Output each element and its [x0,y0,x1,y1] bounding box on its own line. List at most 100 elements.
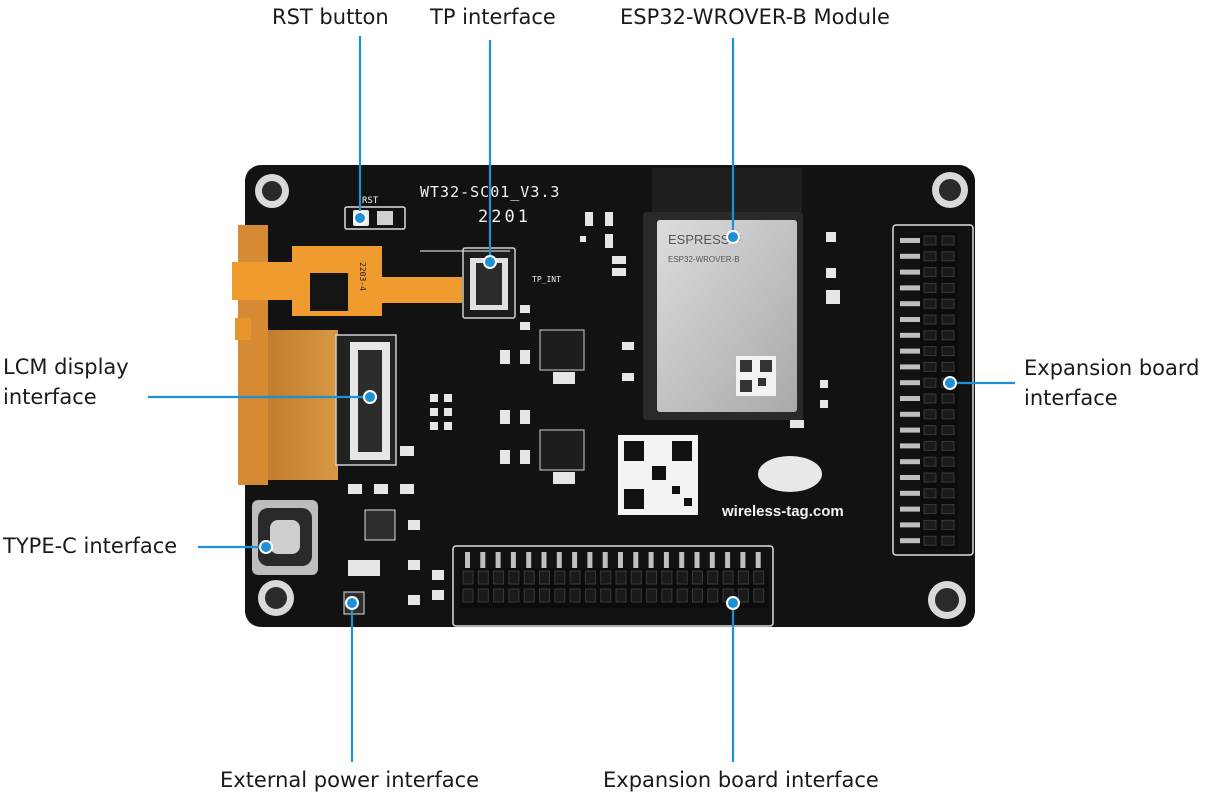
header-pin [923,440,937,451]
header-pin [941,361,955,372]
header-pin [737,588,749,603]
header-pin [554,570,566,585]
header-pin-lead [900,348,920,354]
callout-expansion-right-line2: interface [1024,386,1118,410]
callout-expansion-right-line1: Expansion board [1024,356,1200,380]
header-pin [493,570,505,585]
header-pin [692,588,703,603]
header-pin [630,570,642,585]
header-pin [941,409,955,420]
header-pin [941,267,955,278]
brand-logo [758,456,822,492]
leader-dot-typec [259,540,273,554]
header-pin [523,588,535,603]
callout-expansion-bottom: Expansion board interface [603,768,879,792]
header-pin [941,330,955,341]
touch-fpc-extension [372,277,462,303]
module-brand: ESPRESSIF [668,232,741,247]
usb-c-connector-part [252,500,318,575]
website-label: wireless-tag.com [721,503,844,520]
callout-external-power: External power interface [220,768,480,792]
header-pin-lead [755,552,761,568]
header-pin [941,393,955,404]
silk-date: 2201 [478,207,531,227]
header-pin [923,393,937,404]
header-pin [941,440,955,451]
bottom-pin-header [452,545,774,627]
header-pin-lead [900,238,920,243]
fpc-stiffener [235,318,251,340]
header-pin [569,588,581,603]
header-pin [615,570,627,585]
header-pin [554,588,566,603]
header-pin [923,409,937,420]
header-pin [923,235,937,246]
header-pin-lead [602,552,608,568]
header-pin-lead [900,380,920,386]
leader-dot-tp [483,255,497,269]
header-pin [692,570,703,585]
header-pin [661,588,673,603]
header-pin [539,570,550,585]
header-pin [941,298,955,309]
header-pin-lead [900,269,920,275]
leader-dot-rst [353,211,367,225]
smd-components [343,212,840,615]
header-pin [707,570,719,585]
header-pin [646,588,658,603]
callout-lcm-display-line1: LCM display [3,355,129,379]
header-pin [923,267,937,278]
header-pin-lead [618,552,623,568]
header-pin [923,425,937,436]
header-pin [630,588,642,603]
callout-leaders [148,36,1015,762]
header-pin-lead [556,552,562,568]
header-pin [923,519,937,530]
header-pin-lead [587,552,593,568]
header-pin-lead [663,552,669,568]
header-pin-lead [900,396,920,401]
header-pin [600,570,612,585]
header-pin [477,570,489,585]
header-pin-lead [900,459,920,465]
header-pin [615,588,627,603]
header-pin [941,235,955,246]
header-pin-lead [480,552,486,568]
header-pin [646,570,658,585]
header-pin [941,346,955,357]
header-pin-lead [572,552,578,568]
header-pin [941,488,955,499]
header-pin [493,588,505,603]
header-pin-lead [725,552,731,568]
header-pin-lead [900,364,920,370]
header-pin [941,456,955,467]
callout-typec-interface: TYPE-C interface [3,534,178,558]
lcm-connector-part [335,334,397,466]
header-pin [508,570,520,585]
header-pin-lead [465,552,470,568]
right-pin-header [892,224,974,556]
header-pin [941,314,955,325]
header-pin-lead [679,552,685,568]
header-pin [923,377,937,388]
header-pin [923,251,937,262]
header-pin [923,488,937,499]
leader-dot-external-power [345,596,359,610]
header-pin [923,314,937,325]
header-pin [462,588,474,603]
header-pin-lead [900,490,920,496]
leader-dot-expansion-bottom [726,596,740,610]
header-pin-lead [900,317,920,322]
header-pin [707,588,719,603]
tp-connector-part [420,247,516,319]
header-pin [923,456,937,467]
header-pin-lead [900,427,920,433]
touch-controller-chip [310,273,348,311]
qr-code [618,435,698,515]
header-pin [941,251,955,262]
header-pin-lead [633,552,639,568]
fpc-code: 2203-4 [358,262,367,291]
header-pin [737,570,749,585]
silk-tp-int: TP_INT [532,275,561,284]
